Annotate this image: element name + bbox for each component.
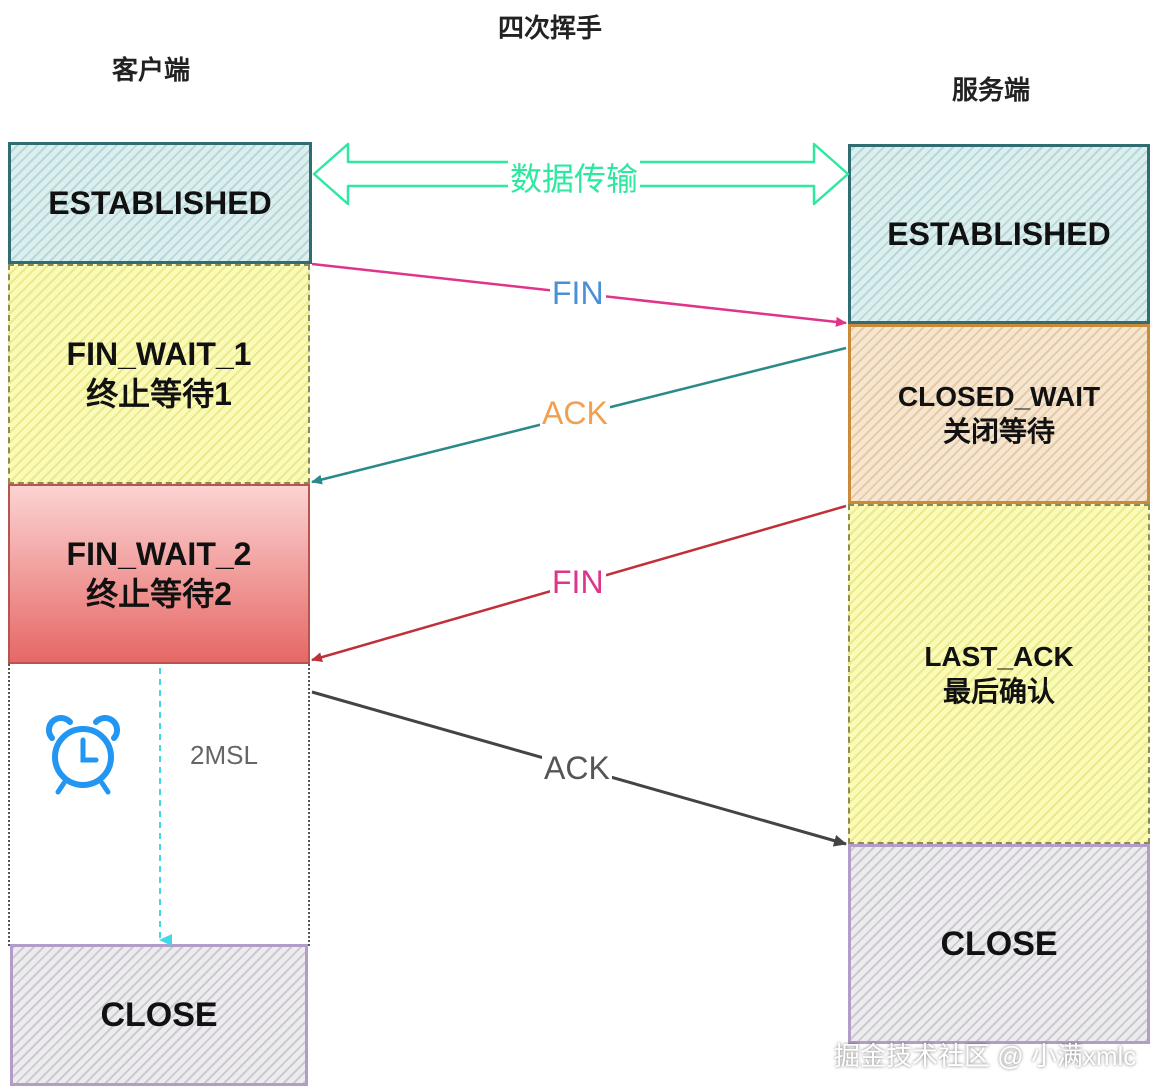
last-ack-en: LAST_ACK xyxy=(924,641,1074,672)
data-transfer-arrow xyxy=(312,142,850,206)
fin-wait-1-en: FIN_WAIT_1 xyxy=(66,336,252,372)
last-ack-zh: 最后确认 xyxy=(942,676,1055,707)
server-last-ack-state: LAST_ACK 最后确认 xyxy=(848,504,1150,844)
server-established-state: ESTABLISHED xyxy=(848,144,1150,324)
closed-wait-zh: 关闭等待 xyxy=(942,416,1055,447)
server-closed-wait-state: CLOSED_WAIT 关闭等待 xyxy=(848,324,1150,504)
client-fin-wait-1-state: FIN_WAIT_1 终止等待1 xyxy=(8,264,310,484)
timer-label: 2MSL xyxy=(188,740,260,771)
server-close-text: CLOSE xyxy=(940,924,1058,963)
fin-label-1: FIN xyxy=(550,275,606,312)
server-label: 服务端 xyxy=(952,75,1031,105)
client-established-state: ESTABLISHED xyxy=(8,142,312,264)
fin-wait-2-zh: 终止等待2 xyxy=(86,576,232,612)
data-transfer-label: 数据传输 xyxy=(508,154,641,200)
ack-label-2: ACK xyxy=(542,750,612,787)
watermark-text: 掘金技术社区 @ 小满xmlc xyxy=(834,1041,1137,1071)
alarm-clock-icon xyxy=(45,714,121,795)
server-close-state: CLOSE xyxy=(848,844,1150,1044)
fin-wait-1-zh: 终止等待1 xyxy=(86,376,232,412)
fin-wait-2-en: FIN_WAIT_2 xyxy=(66,536,252,572)
server-established-text: ESTABLISHED xyxy=(887,216,1111,252)
client-fin-wait-2-state: FIN_WAIT_2 终止等待2 xyxy=(8,484,310,664)
client-label: 客户端 xyxy=(112,55,191,85)
client-time-wait-region xyxy=(8,664,310,946)
fin-label-2: FIN xyxy=(550,564,606,601)
client-established-text: ESTABLISHED xyxy=(48,185,272,221)
ack-label-1: ACK xyxy=(540,395,610,432)
client-close-state: CLOSE xyxy=(10,944,308,1086)
client-close-text: CLOSE xyxy=(100,995,218,1034)
diagram-title: 四次挥手 xyxy=(498,13,603,43)
closed-wait-en: CLOSED_WAIT xyxy=(897,381,1101,412)
